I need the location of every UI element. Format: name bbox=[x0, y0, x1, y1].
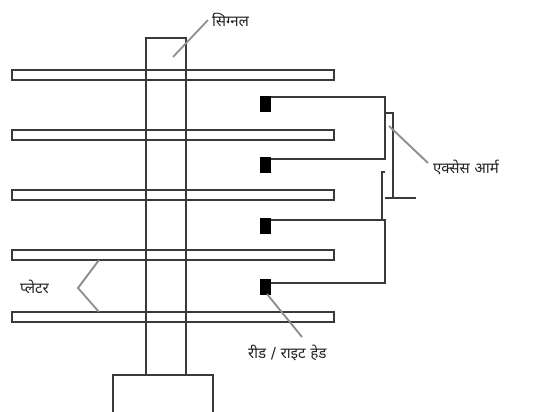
rw-head-2 bbox=[260, 157, 271, 173]
access-arms-brace bbox=[385, 112, 394, 199]
rw-head-4 bbox=[260, 279, 271, 295]
diagram-lines bbox=[11, 37, 416, 412]
spindle-shaft bbox=[145, 37, 187, 376]
rw-head-leader bbox=[266, 293, 303, 338]
label-access-arms: एक्सेस आर्म bbox=[433, 159, 500, 177]
rw-head-1 bbox=[260, 96, 271, 112]
label-spindle: सिग्नल bbox=[212, 12, 250, 30]
read-write-heads bbox=[260, 96, 271, 295]
rw-head-3 bbox=[260, 218, 271, 234]
access-arm-leader bbox=[388, 125, 429, 164]
spindle-leader bbox=[172, 19, 209, 58]
access-arm-1 bbox=[268, 96, 386, 160]
spindle-base bbox=[112, 374, 214, 412]
platter-3 bbox=[11, 189, 335, 201]
platter-2 bbox=[11, 129, 335, 141]
platter-5 bbox=[11, 311, 335, 323]
access-arm-connector bbox=[381, 171, 385, 221]
platter-leader bbox=[76, 259, 100, 313]
access-arm-2 bbox=[268, 219, 386, 284]
label-read-write-head: रीड / राइट हेड bbox=[248, 344, 327, 362]
platter-1 bbox=[11, 69, 335, 81]
label-platters: प्लेटर bbox=[20, 279, 50, 297]
platter-4 bbox=[11, 249, 335, 261]
leader-lines bbox=[76, 19, 429, 338]
